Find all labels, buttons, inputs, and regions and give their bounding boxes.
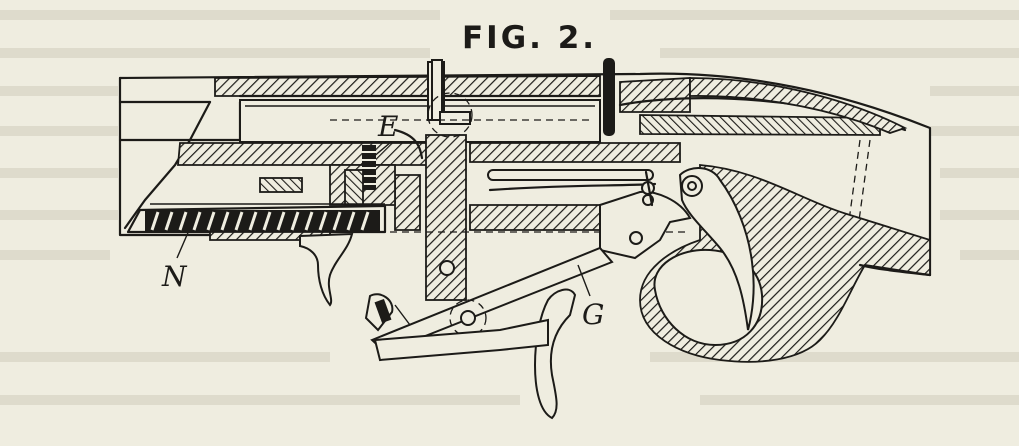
label-n: N bbox=[162, 260, 187, 293]
label-g: G bbox=[582, 298, 605, 331]
bleed-through-text bbox=[0, 10, 1019, 405]
barrel-top-band bbox=[214, 75, 601, 97]
firing-pin-spring bbox=[488, 182, 657, 192]
rear-spring-assembly bbox=[618, 77, 908, 251]
leader-n bbox=[176, 227, 191, 259]
trigger-g bbox=[533, 288, 577, 420]
spring-e bbox=[344, 128, 424, 206]
trigger-link bbox=[364, 246, 614, 354]
magazine-catch bbox=[299, 232, 354, 307]
sight-post bbox=[603, 58, 615, 136]
cartridge-stop bbox=[259, 177, 303, 193]
figure-title: FIG. 2. bbox=[462, 20, 598, 56]
stock-outline bbox=[858, 263, 932, 277]
trigger-guard bbox=[639, 164, 931, 363]
label-e: E bbox=[378, 110, 399, 143]
firing-pin bbox=[487, 169, 654, 181]
trigger-plate bbox=[373, 318, 549, 362]
leader-e bbox=[371, 141, 392, 159]
hammer-lever bbox=[599, 170, 692, 260]
feed-spring-n bbox=[126, 203, 387, 241]
leader-g bbox=[577, 264, 591, 297]
